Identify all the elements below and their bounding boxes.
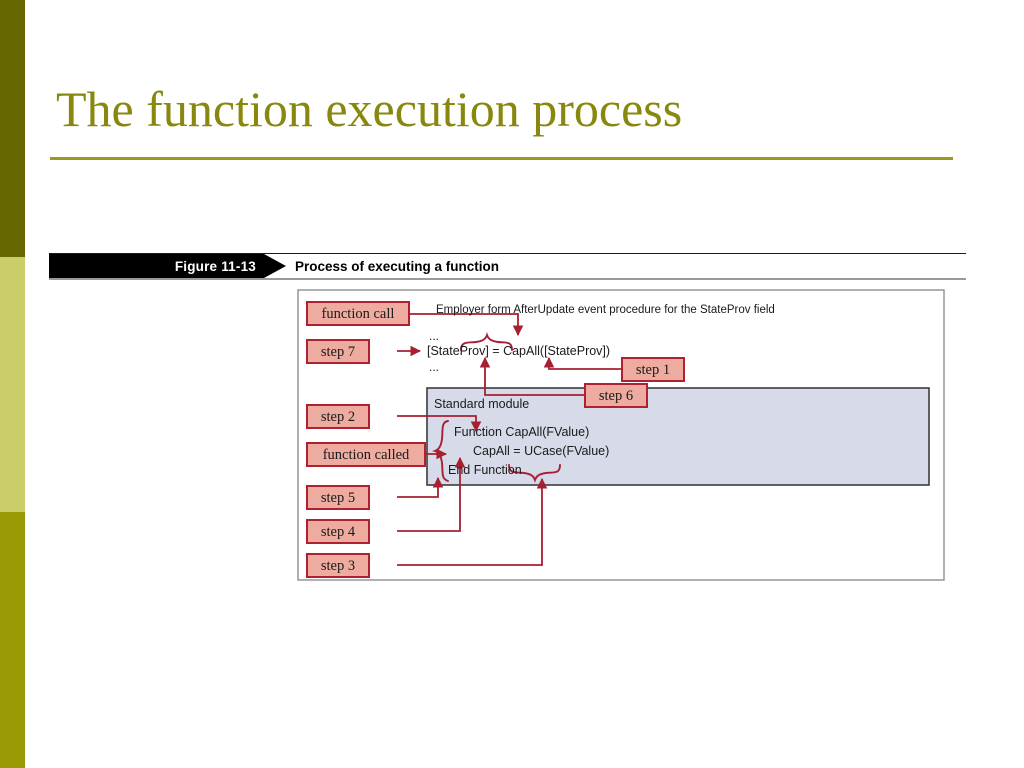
label-function-called-text: function called — [323, 447, 410, 463]
label-step-5-text: step 5 — [321, 490, 355, 506]
brace-function-body — [432, 420, 449, 482]
label-step-2-text: step 2 — [321, 409, 355, 425]
sidebar-band-bottom — [0, 512, 25, 768]
code-ellipsis-bottom: ... — [429, 360, 439, 374]
diagram-braces — [432, 331, 561, 484]
figure-header: Figure 11-13 Process of executing a func… — [49, 253, 966, 280]
figure-number-bar — [49, 254, 264, 278]
code-module-line3: End Function — [448, 463, 522, 477]
sidebar-band-middle — [0, 257, 25, 512]
label-step-2[interactable]: step 2 — [306, 404, 370, 429]
label-step-6[interactable]: step 6 — [584, 383, 648, 408]
figure-rule-top — [49, 253, 966, 254]
label-function-call[interactable]: function call — [306, 301, 410, 326]
title-underline — [50, 157, 953, 160]
label-step-3-text: step 3 — [321, 558, 355, 574]
label-step-6-text: step 6 — [599, 388, 633, 404]
label-step-7[interactable]: step 7 — [306, 339, 370, 364]
page-title: The function execution process — [56, 81, 683, 137]
figure-diagram: Employer form AfterUpdate event procedur… — [296, 288, 946, 582]
brace-capall-call — [460, 331, 513, 351]
diagram-connectors — [397, 313, 622, 566]
label-function-call-text: function call — [322, 306, 395, 322]
label-step-1[interactable]: step 1 — [621, 357, 685, 382]
code-ellipsis-top: ... — [429, 329, 439, 343]
figure-rule-bottom — [49, 278, 966, 280]
label-step-3[interactable]: step 3 — [306, 553, 370, 578]
label-function-called[interactable]: function called — [306, 442, 426, 467]
label-step-4[interactable]: step 4 — [306, 519, 370, 544]
code-module-line1: Function CapAll(FValue) — [454, 425, 589, 439]
standard-module-title: Standard module — [434, 397, 529, 411]
sidebar-band-top — [0, 0, 25, 257]
code-module-line2: CapAll = UCase(FValue) — [473, 444, 609, 458]
figure-number-label: Figure 11-13 — [174, 258, 256, 274]
figure-caption-label: Process of executing a function — [295, 258, 500, 274]
label-step-7-text: step 7 — [321, 344, 355, 360]
decorative-sidebar — [0, 0, 25, 768]
label-step-4-text: step 4 — [321, 524, 356, 540]
brace-ucase — [508, 464, 561, 484]
figure-arrow-icon — [264, 254, 286, 278]
label-step-1-text: step 1 — [636, 362, 670, 378]
code-statement: [StateProv] = CapAll([StateProv]) — [427, 344, 610, 358]
diagram-heading: Employer form AfterUpdate event procedur… — [436, 304, 775, 316]
label-step-5[interactable]: step 5 — [306, 485, 370, 510]
